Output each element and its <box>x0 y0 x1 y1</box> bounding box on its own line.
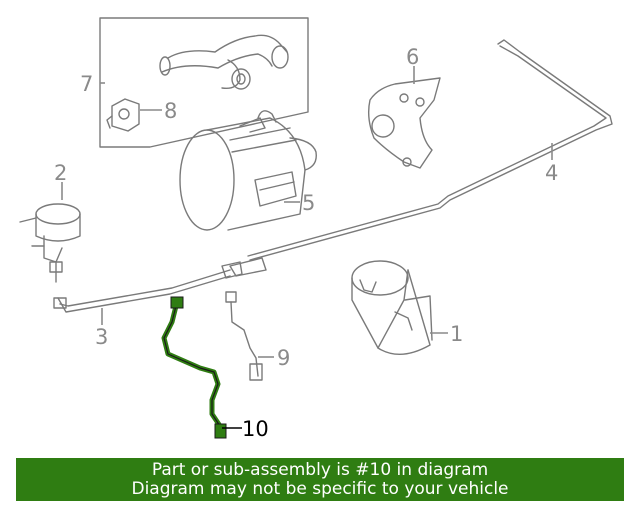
callout-9: 9 <box>277 346 290 370</box>
notice-disclaimer: Diagram may not be specific to your vehi… <box>131 479 509 499</box>
part-10-sensor-highlighted <box>161 296 227 439</box>
callout-8: 8 <box>164 99 177 123</box>
callout-3: 3 <box>95 325 108 349</box>
part-3-pipe <box>53 261 243 313</box>
callout-10: 10 <box>242 417 269 441</box>
callout-5: 5 <box>302 191 315 215</box>
part-8-sensor <box>106 98 140 132</box>
part-4-pipe <box>229 39 613 277</box>
part-7-hose-kit <box>99 17 309 148</box>
callout-7: 7 <box>80 72 93 96</box>
part-9-sensor-harness <box>225 291 263 381</box>
part-2-valve <box>19 203 81 283</box>
callout-4: 4 <box>545 161 558 185</box>
callout-6: 6 <box>406 45 419 69</box>
part-1-canister <box>351 260 433 355</box>
callout-1: 1 <box>450 322 463 346</box>
part-6-bracket <box>367 77 441 169</box>
notice-part-number: Part or sub-assembly is #10 in diagram <box>151 460 489 480</box>
callout-2: 2 <box>54 161 67 185</box>
part-5-air-pump <box>179 110 317 231</box>
diagram-notice-banner: Part or sub-assembly is #10 in diagram D… <box>16 458 624 501</box>
